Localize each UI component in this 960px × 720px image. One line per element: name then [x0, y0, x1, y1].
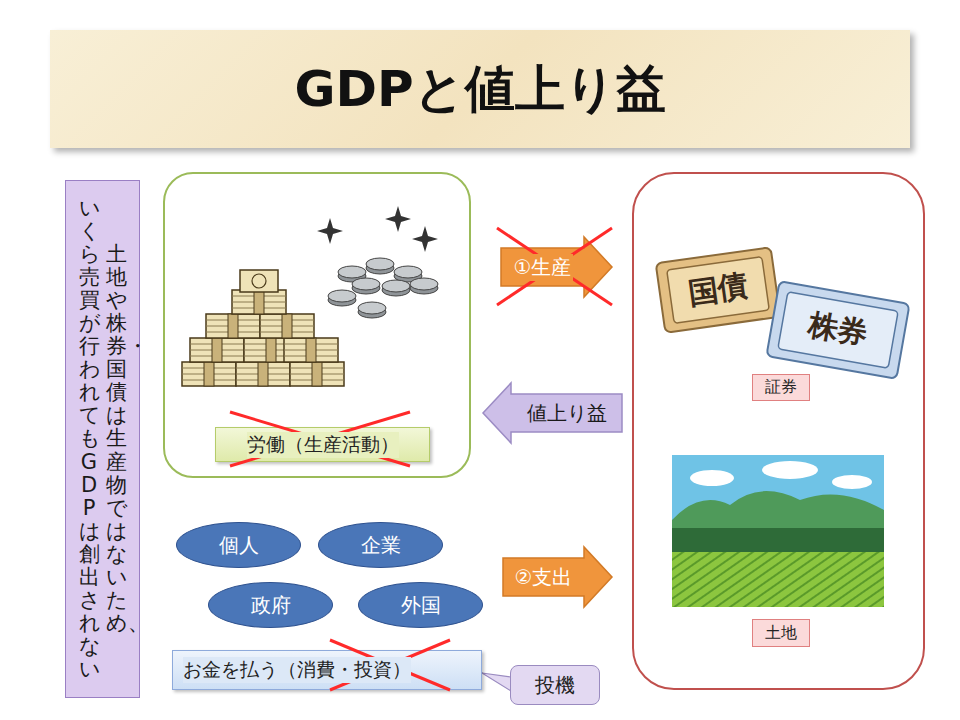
coin	[382, 280, 410, 296]
red-cross	[330, 640, 450, 690]
actor-oval: 外国	[358, 582, 483, 628]
bill-bundle	[206, 314, 260, 338]
bill-bundle	[190, 338, 244, 362]
arrow-label: 値上り益	[525, 400, 609, 427]
arrow-label-box: 値上り益	[511, 394, 622, 432]
actor-oval: 個人	[176, 522, 301, 568]
asset-label: 土地	[752, 619, 810, 647]
stock-ticket	[766, 281, 909, 379]
sparkle	[385, 206, 411, 232]
production-arrow	[501, 237, 612, 297]
actor-oval: 政府	[208, 582, 333, 628]
bill-bundle	[236, 362, 290, 386]
block-arrow	[501, 237, 612, 297]
red-cross	[497, 228, 612, 305]
coin	[328, 290, 356, 306]
sparkle	[317, 218, 343, 244]
bill-bundle	[182, 362, 236, 386]
bill-bundle	[260, 314, 314, 338]
node-text: 政府	[251, 592, 291, 619]
bond-ticket	[656, 247, 781, 332]
node-text: 外国	[401, 592, 441, 619]
production-group: 労働（生産活動）	[163, 172, 471, 478]
asset-group: 証券土地	[632, 172, 925, 690]
bill-bundle	[232, 290, 286, 314]
bill-bundle	[290, 362, 344, 386]
pointer-wedge	[482, 673, 511, 691]
callout-pointer	[482, 673, 511, 691]
node-text: 証券	[765, 377, 797, 398]
bill-bundle	[284, 338, 338, 362]
money-illustration	[182, 206, 438, 386]
node-text: お金を払う（消費・投資）	[183, 657, 411, 683]
node-text: 投機	[535, 672, 575, 699]
node-text: 土地	[765, 623, 797, 644]
actor-oval: 企業	[318, 522, 443, 568]
block-arrow	[503, 547, 612, 607]
node-text: 労働（生産活動）	[247, 432, 399, 458]
coin	[358, 302, 386, 318]
bond-ticket-text: 国債	[685, 266, 750, 315]
arrow-label-box: ②支出	[503, 558, 584, 596]
node-text: 個人	[219, 532, 259, 559]
bill	[240, 270, 278, 292]
vertical-note: 土地や株券・国債は生産物ではないため、	[106, 243, 127, 636]
vertical-note: いくら売買が行われてもGDPは創出されない	[79, 197, 100, 682]
node-text: 企業	[361, 532, 401, 559]
coin	[352, 278, 380, 294]
coin	[366, 258, 394, 274]
note-column-box: 土地や株券・国債は生産物ではないため、いくら売買が行われてもGDPは創出されない	[65, 180, 140, 698]
labor-box: 労働（生産活動）	[215, 427, 430, 462]
block-arrow	[483, 383, 622, 443]
title-banner: GDPと値上り益	[50, 30, 910, 148]
arrow-label-box: ①生産	[501, 248, 584, 286]
land-illustration	[672, 455, 884, 607]
asset-label: 証券	[752, 374, 810, 401]
arrow-label: ②支出	[513, 564, 575, 591]
title: GDPと値上り益	[294, 56, 665, 123]
gain-arrow	[483, 383, 622, 443]
arrow-label: ①生産	[512, 254, 574, 281]
coin	[410, 278, 438, 294]
red-cross	[230, 412, 410, 466]
sparkle	[412, 226, 438, 252]
spending-arrow	[503, 547, 612, 607]
speculation-callout: 投機	[510, 665, 600, 705]
bill-portrait	[252, 274, 266, 288]
